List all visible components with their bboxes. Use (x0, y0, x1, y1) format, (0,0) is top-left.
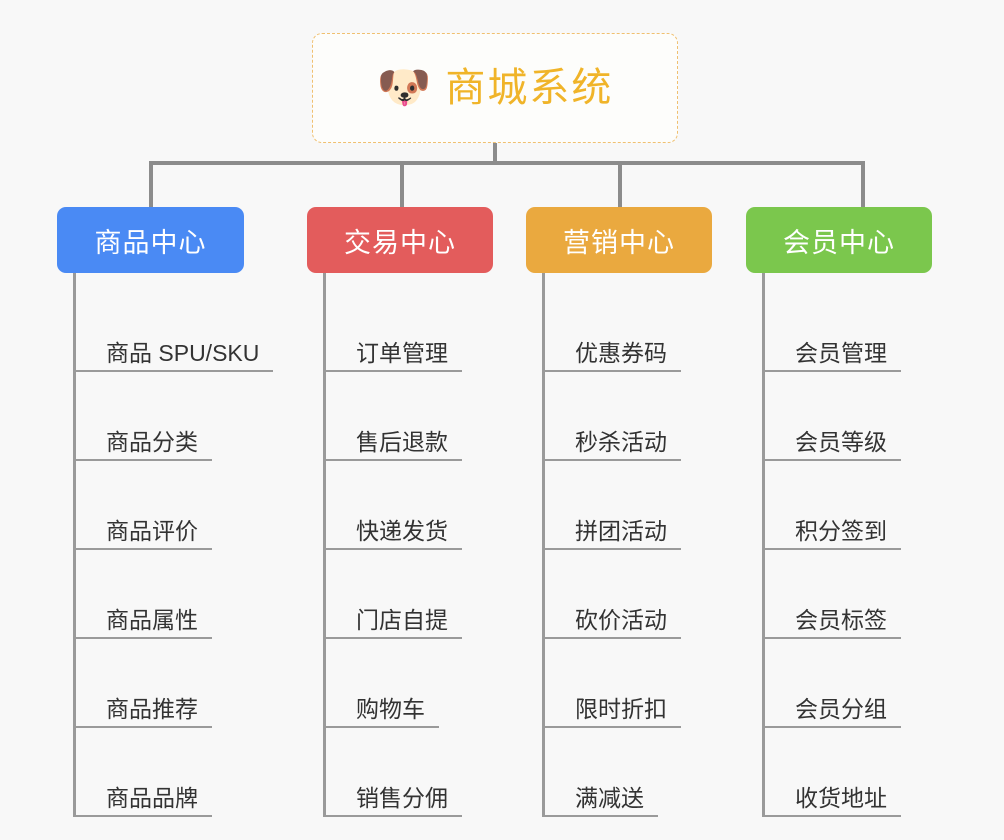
leaf-underline (326, 370, 462, 372)
leaf-item[interactable]: 商品 SPU/SKU (76, 283, 289, 372)
leaf-list: 优惠券码 秒杀活动 拼团活动 砍价活动 限时折扣 满减送 (542, 273, 758, 817)
leaf-underline (765, 726, 901, 728)
leaf-item[interactable]: 商品品牌 (76, 728, 289, 817)
leaf-item[interactable]: 售后退款 (326, 372, 539, 461)
leaf-label: 会员分组 (795, 695, 887, 722)
leaf-item[interactable]: 会员管理 (765, 283, 978, 372)
leaf-underline (326, 726, 439, 728)
leaf-underline (326, 815, 462, 817)
leaf-label: 秒杀活动 (575, 428, 667, 455)
leaf-label: 会员管理 (795, 339, 887, 366)
connector-horizontal-bus (149, 161, 865, 165)
leaf-label: 会员等级 (795, 428, 887, 455)
leaf-underline (326, 637, 462, 639)
leaf-item[interactable]: 满减送 (545, 728, 758, 817)
leaf-item[interactable]: 积分签到 (765, 461, 978, 550)
leaf-item[interactable]: 销售分佣 (326, 728, 539, 817)
leaf-item[interactable]: 商品推荐 (76, 639, 289, 728)
leaf-label: 订单管理 (356, 339, 448, 366)
leaf-underline (76, 726, 212, 728)
branch-member-center: 会员中心 会员管理 会员等级 积分签到 会员标签 会员分组 (746, 207, 978, 817)
leaf-item[interactable]: 收货地址 (765, 728, 978, 817)
category-label: 营销中心 (563, 227, 675, 258)
leaf-label: 购物车 (356, 695, 425, 722)
connector-drop-trade-center (400, 161, 404, 207)
leaf-underline (76, 370, 273, 372)
leaf-item[interactable]: 砍价活动 (545, 550, 758, 639)
leaf-item[interactable]: 拼团活动 (545, 461, 758, 550)
category-header-member-center[interactable]: 会员中心 (746, 207, 932, 273)
leaf-underline (545, 726, 681, 728)
leaf-item[interactable]: 商品属性 (76, 550, 289, 639)
leaf-item[interactable]: 会员分组 (765, 639, 978, 728)
leaf-label: 商品品牌 (106, 784, 198, 811)
leaf-underline (765, 459, 901, 461)
leaf-underline (76, 459, 212, 461)
leaf-label: 积分签到 (795, 517, 887, 544)
leaf-item[interactable]: 商品分类 (76, 372, 289, 461)
leaf-underline (326, 548, 462, 550)
leaf-label: 销售分佣 (356, 784, 448, 811)
root-title: 商城系统 (445, 66, 614, 110)
leaf-item[interactable]: 商品评价 (76, 461, 289, 550)
connector-drop-member-center (861, 161, 865, 207)
leaf-label: 限时折扣 (575, 695, 667, 722)
leaf-label: 商品属性 (106, 606, 198, 633)
leaf-list: 会员管理 会员等级 积分签到 会员标签 会员分组 收货地址 (762, 273, 978, 817)
connector-root-stem (493, 143, 497, 165)
branch-marketing-center: 营销中心 优惠券码 秒杀活动 拼团活动 砍价活动 限时折扣 (526, 207, 758, 817)
leaf-label: 商品评价 (106, 517, 198, 544)
branch-product-center: 商品中心 商品 SPU/SKU 商品分类 商品评价 商品属性 商品推荐 (57, 207, 289, 817)
branch-trade-center: 交易中心 订单管理 售后退款 快递发货 门店自提 购物车 (307, 207, 539, 817)
leaf-list: 商品 SPU/SKU 商品分类 商品评价 商品属性 商品推荐 商品品牌 (73, 273, 289, 817)
connector-drop-product-center (149, 161, 153, 207)
root-node[interactable]: 🐶 商城系统 (312, 33, 678, 143)
leaf-underline (545, 637, 681, 639)
leaf-underline (545, 815, 658, 817)
leaf-label: 优惠券码 (575, 339, 667, 366)
leaf-underline (326, 459, 462, 461)
shiba-dog-face-icon: 🐶 (376, 63, 432, 112)
category-label: 商品中心 (94, 227, 207, 258)
leaf-underline (545, 459, 681, 461)
category-label: 交易中心 (344, 227, 456, 258)
leaf-underline (765, 370, 901, 372)
leaf-underline (76, 815, 212, 817)
leaf-item[interactable]: 快递发货 (326, 461, 539, 550)
leaf-list: 订单管理 售后退款 快递发货 门店自提 购物车 销售分佣 (323, 273, 539, 817)
leaf-item[interactable]: 门店自提 (326, 550, 539, 639)
leaf-label: 商品分类 (106, 428, 198, 455)
leaf-item[interactable]: 订单管理 (326, 283, 539, 372)
leaf-label: 售后退款 (356, 428, 448, 455)
category-header-marketing-center[interactable]: 营销中心 (526, 207, 712, 273)
leaf-underline (765, 548, 901, 550)
leaf-label: 门店自提 (356, 606, 448, 633)
connector-drop-marketing-center (618, 161, 622, 207)
leaf-item[interactable]: 会员标签 (765, 550, 978, 639)
leaf-label: 快递发货 (356, 517, 448, 544)
leaf-label: 会员标签 (795, 606, 887, 633)
leaf-label: 商品 SPU/SKU (106, 339, 260, 366)
category-header-trade-center[interactable]: 交易中心 (307, 207, 493, 273)
leaf-label: 拼团活动 (575, 517, 667, 544)
leaf-item[interactable]: 优惠券码 (545, 283, 758, 372)
category-label: 会员中心 (783, 227, 895, 258)
category-header-product-center[interactable]: 商品中心 (57, 207, 244, 273)
leaf-label: 收货地址 (795, 784, 887, 811)
leaf-label: 满减送 (575, 784, 644, 811)
leaf-underline (76, 548, 212, 550)
leaf-label: 商品推荐 (106, 695, 198, 722)
leaf-underline (76, 637, 212, 639)
leaf-item[interactable]: 购物车 (326, 639, 539, 728)
leaf-underline (545, 548, 681, 550)
leaf-label: 砍价活动 (575, 606, 667, 633)
leaf-underline (765, 815, 901, 817)
leaf-underline (765, 637, 901, 639)
leaf-item[interactable]: 会员等级 (765, 372, 978, 461)
leaf-item[interactable]: 秒杀活动 (545, 372, 758, 461)
leaf-item[interactable]: 限时折扣 (545, 639, 758, 728)
leaf-underline (545, 370, 681, 372)
